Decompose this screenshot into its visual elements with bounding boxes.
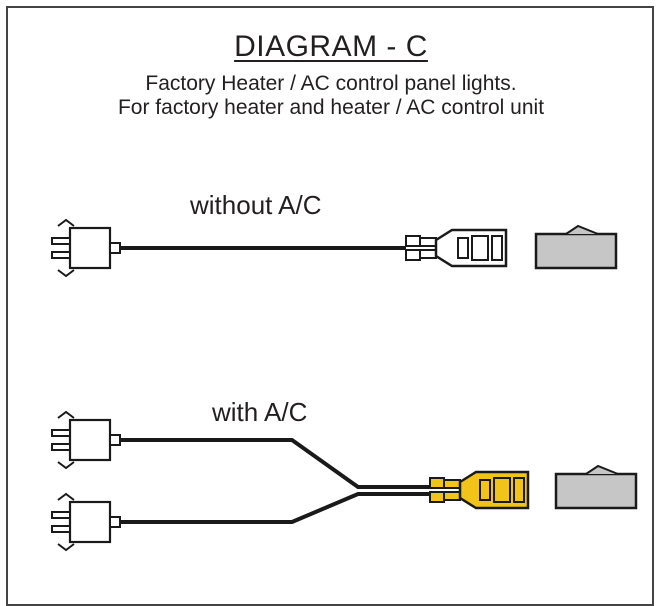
socket-icon [50, 218, 122, 278]
control-module [534, 224, 618, 270]
diagram-subtitle-line2: For factory heater and heater / AC contr… [117, 96, 545, 119]
socket-icon [50, 492, 122, 552]
diagram-title: DIAGRAM - C [234, 30, 428, 63]
control-module [554, 464, 638, 510]
label-with-ac: with A/C [212, 397, 308, 427]
wire-connector-ac [429, 470, 530, 510]
wire [120, 438, 432, 489]
wire [120, 492, 432, 524]
wire-connector-plain [405, 228, 508, 268]
label-without-ac: without A/C [190, 190, 322, 220]
diagram-subtitle-line1: Factory Heater / AC control panel lights… [145, 72, 517, 95]
socket-icon [50, 410, 122, 470]
